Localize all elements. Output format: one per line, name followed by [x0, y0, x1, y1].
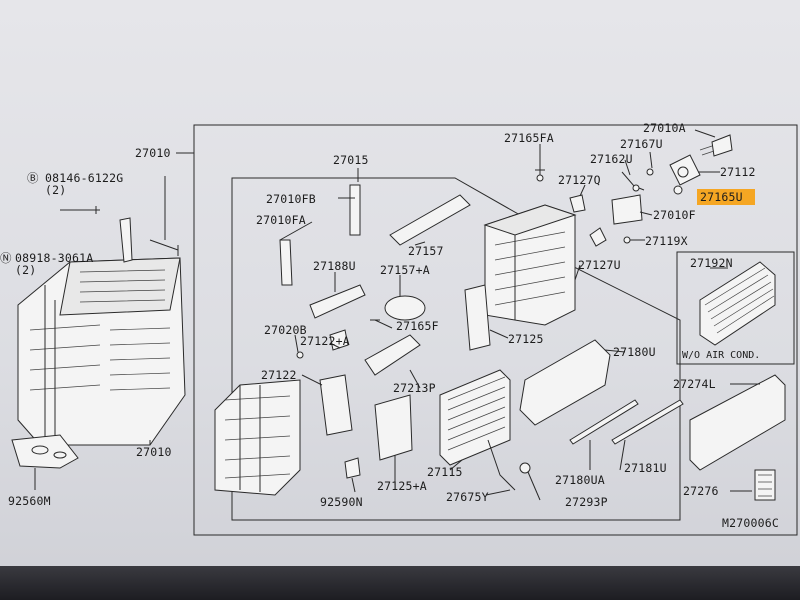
- actuator-27127q: [569, 194, 586, 213]
- label-27165u: 27165U: [700, 190, 743, 204]
- label-27010f: 27010F: [653, 208, 696, 222]
- label-27125: 27125: [508, 332, 544, 346]
- drain-hose-part: [11, 434, 79, 469]
- label-27020b: 27020B: [264, 323, 307, 337]
- parts-diagram: 27010 Ⓑ 08146-6122G (2) Ⓝ 08918-3061A (2…: [0, 121, 798, 536]
- label-27010fb: 27010FB: [266, 192, 316, 206]
- label-27188u: 27188U: [313, 259, 356, 273]
- core-27180u: [519, 339, 611, 426]
- strip-27180ua: [569, 399, 639, 445]
- bracket: [119, 217, 133, 263]
- evaporator-case: [483, 204, 577, 326]
- label-27192n: 27192N: [690, 256, 733, 270]
- label-92560m: 92560M: [8, 494, 51, 508]
- label-27162u: 27162U: [590, 152, 633, 166]
- wire-27675y: [487, 439, 516, 491]
- label-27213p: 27213P: [393, 381, 436, 395]
- label-08146-qty: (2): [45, 183, 66, 197]
- label-27274l: 27274L: [673, 377, 716, 391]
- label-27127q: 27127Q: [558, 173, 601, 187]
- leader-lines: [34, 129, 760, 501]
- heater-unit-left: [17, 257, 186, 446]
- label-08146-6122g: 08146-6122G: [45, 171, 123, 185]
- part-27125a: [374, 394, 413, 461]
- label-27015: 27015: [333, 153, 369, 167]
- label-27180u: 27180U: [613, 345, 656, 359]
- label-27180ua: 27180UA: [555, 473, 605, 487]
- label-27675y: 27675Y: [446, 490, 489, 504]
- part-92590n: [344, 457, 361, 479]
- bolt-27010a: [711, 134, 733, 157]
- label-27119x: 27119X: [645, 234, 688, 248]
- bolt-icon: [149, 239, 179, 256]
- label-wo-air-cond: W/O AIR COND.: [682, 350, 760, 361]
- label-27122: 27122: [261, 368, 297, 382]
- heater-housing-lower: [214, 379, 301, 496]
- label-nut-n-prefix: Ⓝ: [0, 251, 12, 265]
- seal-27157a: [384, 295, 426, 321]
- evaporator-27115: [439, 369, 511, 466]
- label-27127u: 27127U: [578, 258, 621, 272]
- label-27293p: 27293P: [565, 495, 608, 509]
- label-27010-left: 27010: [136, 445, 172, 459]
- label-27181u: 27181U: [624, 461, 667, 475]
- label-92590n: 92590N: [320, 495, 363, 509]
- label-08918-3061a: 08918-3061A: [15, 251, 93, 265]
- sub-assembly-frame: [231, 177, 681, 521]
- part-27122: [319, 374, 353, 436]
- label-27125a: 27125+A: [377, 479, 427, 493]
- label-27157a: 27157+A: [380, 263, 430, 277]
- bracket-27125: [464, 284, 491, 351]
- label-27112: 27112: [720, 165, 756, 179]
- part-27165f: [364, 334, 421, 376]
- part-27010fa: [279, 239, 293, 286]
- label-27122a: 27122+A: [300, 334, 350, 348]
- heater-core-27192n: [699, 261, 776, 346]
- part-27276: [754, 469, 776, 501]
- monitor-bezel: [0, 566, 800, 600]
- screw-icon: [535, 160, 545, 175]
- main-assembly-frame: [193, 124, 798, 536]
- part-27010fb: [349, 184, 361, 236]
- seal-27157: [389, 194, 471, 246]
- label-27165fa: 27165FA: [504, 131, 554, 145]
- label-27010a: 27010A: [643, 121, 686, 135]
- label-08918-qty: (2): [15, 263, 36, 277]
- label-27157: 27157: [408, 244, 444, 258]
- figure-code: M270006C: [722, 516, 779, 530]
- highlight-27165u: [697, 189, 755, 205]
- strip-27181u: [611, 399, 684, 445]
- label-27276: 27276: [683, 484, 719, 498]
- filter-27274l: [689, 374, 786, 471]
- label-27167u: 27167U: [620, 137, 663, 151]
- wo-air-cond-box: [676, 251, 795, 365]
- label-27165f: 27165F: [396, 319, 439, 333]
- label-bolt-b-prefix: Ⓑ: [27, 171, 39, 185]
- label-27010-main: 27010: [135, 146, 171, 160]
- part-27188u: [309, 284, 366, 319]
- sensor-27293p: [519, 462, 531, 474]
- link-27010f: [611, 194, 643, 225]
- label-27010fa: 27010FA: [256, 213, 306, 227]
- label-27115: 27115: [427, 465, 463, 479]
